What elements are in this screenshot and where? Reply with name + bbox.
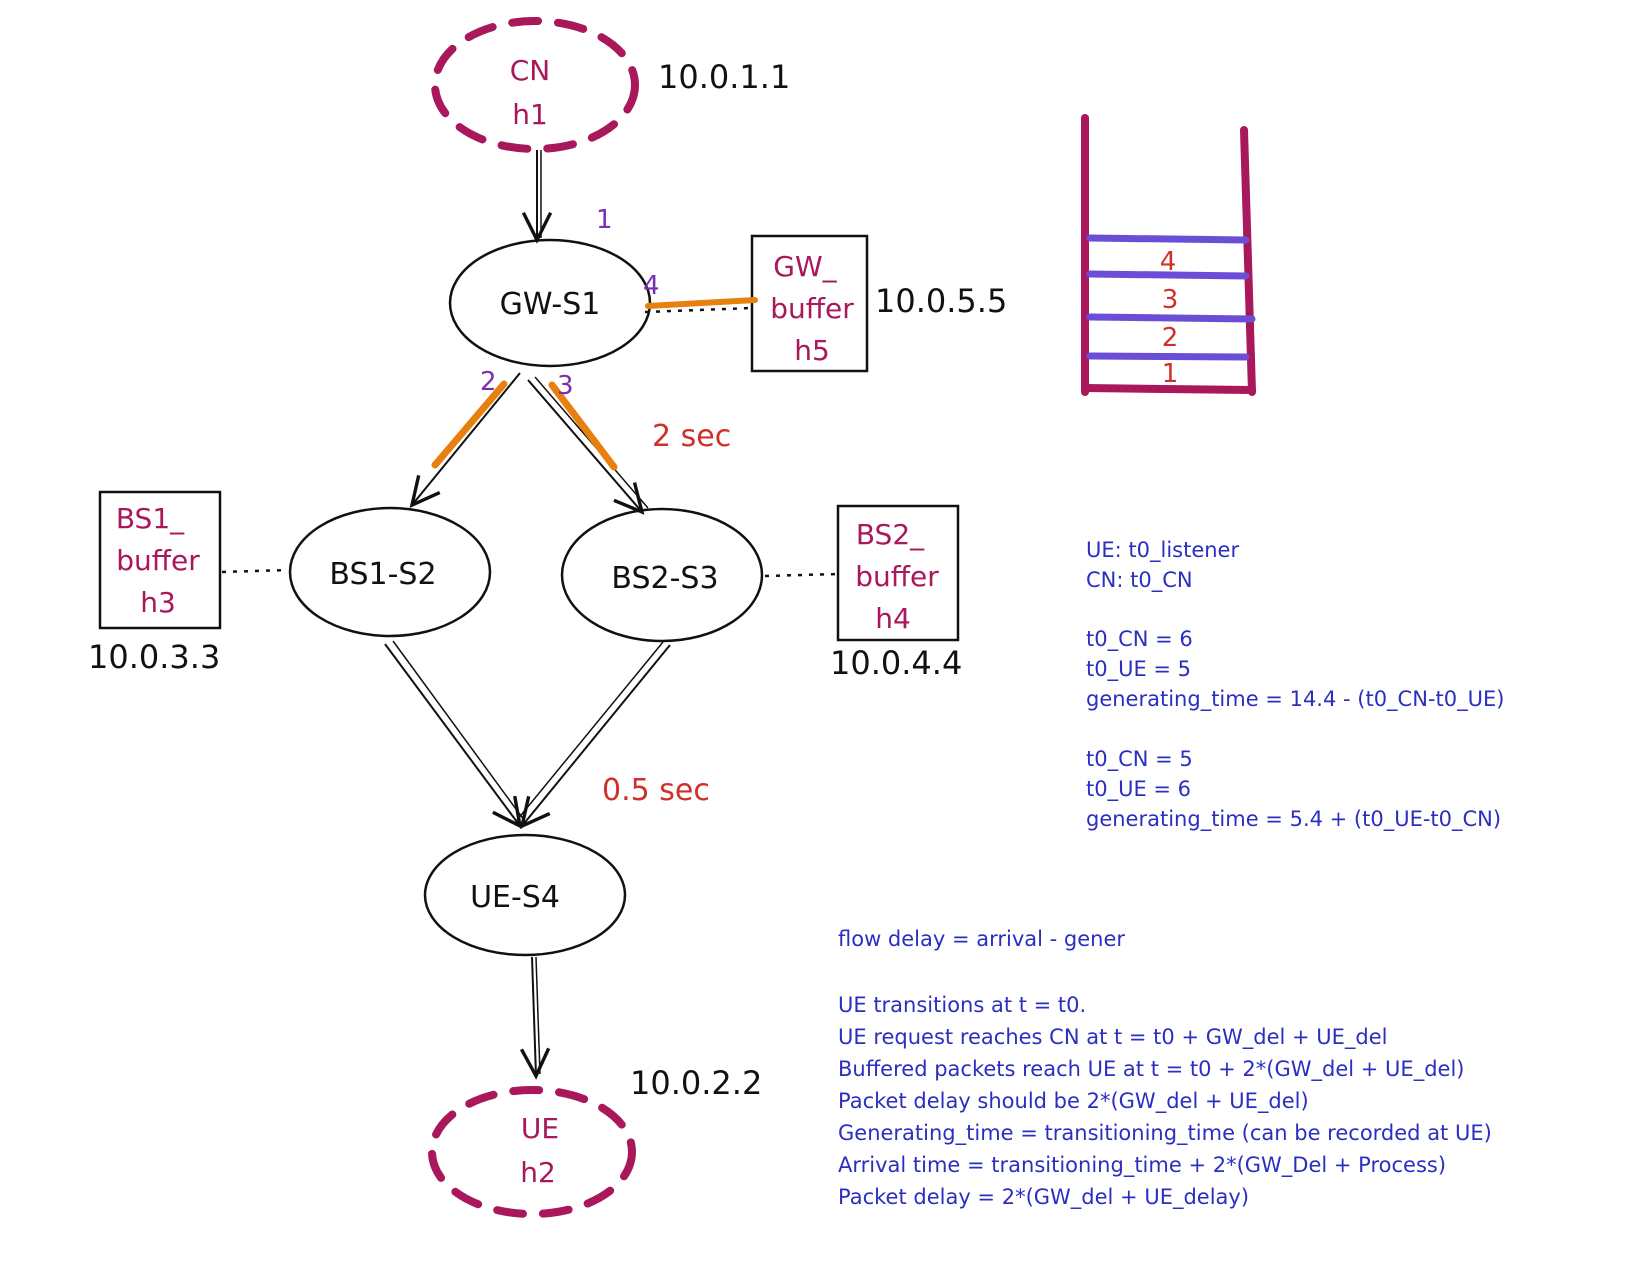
host-ue: UE h2: [428, 1086, 636, 1218]
switch-bs2-label: BS2-S3: [611, 561, 718, 596]
highlight-step-3: [548, 381, 618, 471]
link-gw-bs1: [412, 372, 521, 505]
buffer-bs1-line2: buffer: [116, 544, 200, 577]
stack-shelf: [1086, 313, 1256, 323]
buffer-bs2-box: [836, 504, 960, 642]
step-label-2: 2: [480, 367, 497, 397]
host-cn-name: CN: [510, 54, 551, 87]
note-line: Arrival time = transitioning_time + 2*(G…: [838, 1153, 1446, 1178]
link-bs1-buffer: [221, 568, 289, 574]
buffer-bs1-box: [98, 490, 222, 630]
link-bs1-ue: [384, 643, 520, 826]
delay-label-gw-bs: 2 sec: [652, 419, 731, 454]
note-line: t0_CN = 5: [1086, 747, 1193, 772]
host-ue-name: UE: [521, 1112, 559, 1145]
switch-ue-outline: [423, 833, 627, 957]
ip-gw-buffer: 10.0.5.5: [875, 282, 1007, 320]
buffer-bs1: BS1_ buffer h3: [98, 490, 222, 630]
note-line: UE: t0_listener: [1086, 538, 1239, 563]
buffer-gw-line3: h5: [794, 334, 830, 367]
note-line: generating_time = 5.4 + (t0_UE-t0_CN): [1086, 807, 1501, 832]
stack-level-label: 4: [1160, 247, 1177, 277]
note-line: Packet delay should be 2*(GW_del + UE_de…: [838, 1089, 1309, 1114]
switch-gw: GW-S1: [448, 238, 652, 368]
buffer-bs2-line3: h4: [875, 602, 911, 635]
step-label-1: 1: [596, 205, 613, 235]
notes-bottom: flow delay = arrival - gener UE transiti…: [838, 927, 1492, 1210]
note-line: t0_UE = 5: [1086, 657, 1191, 682]
buffer-gw-line1: GW_: [773, 250, 837, 283]
buffer-bs2-line1: BS2_: [856, 518, 925, 551]
step-label-3: 3: [557, 371, 574, 401]
link-ue-host-double: [535, 956, 541, 1075]
ip-cn: 10.0.1.1: [658, 58, 790, 96]
note-line: t0_CN = 6: [1086, 627, 1193, 652]
delay-label-bs-ue: 0.5 sec: [602, 773, 710, 808]
note-line: UE transitions at t = t0.: [838, 993, 1086, 1017]
stack-level-label: 3: [1162, 285, 1179, 315]
buffer-gw: GW_ buffer h5: [750, 234, 869, 373]
host-cn-outline: [431, 17, 639, 153]
stack-bottom: [1081, 384, 1256, 394]
link-gw-buffer: [644, 306, 753, 314]
stack-shelf: [1086, 270, 1250, 280]
buffer-stack: 4 3 2 1: [1081, 114, 1256, 396]
note-line: Packet delay = 2*(GW_del + UE_delay): [838, 1185, 1249, 1210]
switch-bs1-label: BS1-S2: [329, 557, 436, 592]
link-gw-bs2: [527, 379, 642, 512]
note-line: generating_time = 14.4 - (t0_CN-t0_UE): [1086, 687, 1504, 712]
host-cn-id: h1: [512, 98, 548, 131]
buffer-bs1-line3: h3: [140, 586, 176, 619]
host-ue-outline: [428, 1086, 636, 1218]
notes-right: UE: t0_listener CN: t0_CN t0_CN = 6 t0_U…: [1086, 538, 1504, 832]
buffer-bs2-line2: buffer: [855, 560, 939, 593]
highlight-step-4: [645, 297, 758, 309]
link-bs2-ue-double: [516, 641, 664, 821]
link-bs2-buffer: [764, 572, 839, 578]
switch-bs2-outline: [560, 507, 764, 643]
note-line: UE request reaches CN at t = t0 + GW_del…: [838, 1025, 1388, 1050]
switch-ue: UE-S4: [423, 833, 627, 957]
stack-shelf: [1086, 352, 1250, 361]
buffer-bs2: BS2_ buffer h4: [836, 504, 960, 642]
ip-bs1-buffer: 10.0.3.3: [88, 638, 220, 676]
stack-shelf: [1086, 234, 1250, 244]
buffer-gw-line2: buffer: [770, 292, 854, 325]
note-line: Buffered packets reach UE at t = t0 + 2*…: [838, 1057, 1464, 1082]
buffer-gw-box: [750, 234, 869, 373]
buffer-bs1-line1: BS1_: [116, 502, 185, 535]
switch-gw-label: GW-S1: [500, 287, 601, 322]
host-ue-id: h2: [520, 1156, 556, 1189]
highlight-step-2: [431, 380, 508, 469]
link-bs1-ue-double: [392, 640, 525, 821]
step-label-4: 4: [643, 271, 660, 301]
ip-bs2-buffer: 10.0.4.4: [830, 644, 962, 682]
note-line: t0_UE = 6: [1086, 777, 1191, 802]
link-ue-host: [532, 956, 536, 1076]
switch-bs1-outline: [288, 506, 492, 638]
stack-level-label: 1: [1162, 359, 1179, 389]
link-bs2-ue: [522, 644, 671, 826]
note-line: CN: t0_CN: [1086, 568, 1193, 593]
switch-bs1: BS1-S2: [288, 506, 492, 638]
stack-right-wall: [1240, 126, 1256, 396]
note-line: flow delay = arrival - gener: [838, 927, 1125, 951]
stack-level-label: 2: [1162, 323, 1179, 353]
ip-ue: 10.0.2.2: [630, 1064, 762, 1102]
note-line: Generating_time = transitioning_time (ca…: [838, 1121, 1492, 1146]
switch-bs2: BS2-S3: [560, 507, 764, 643]
switch-ue-label: UE-S4: [470, 880, 560, 915]
host-cn: CN h1: [431, 17, 639, 153]
